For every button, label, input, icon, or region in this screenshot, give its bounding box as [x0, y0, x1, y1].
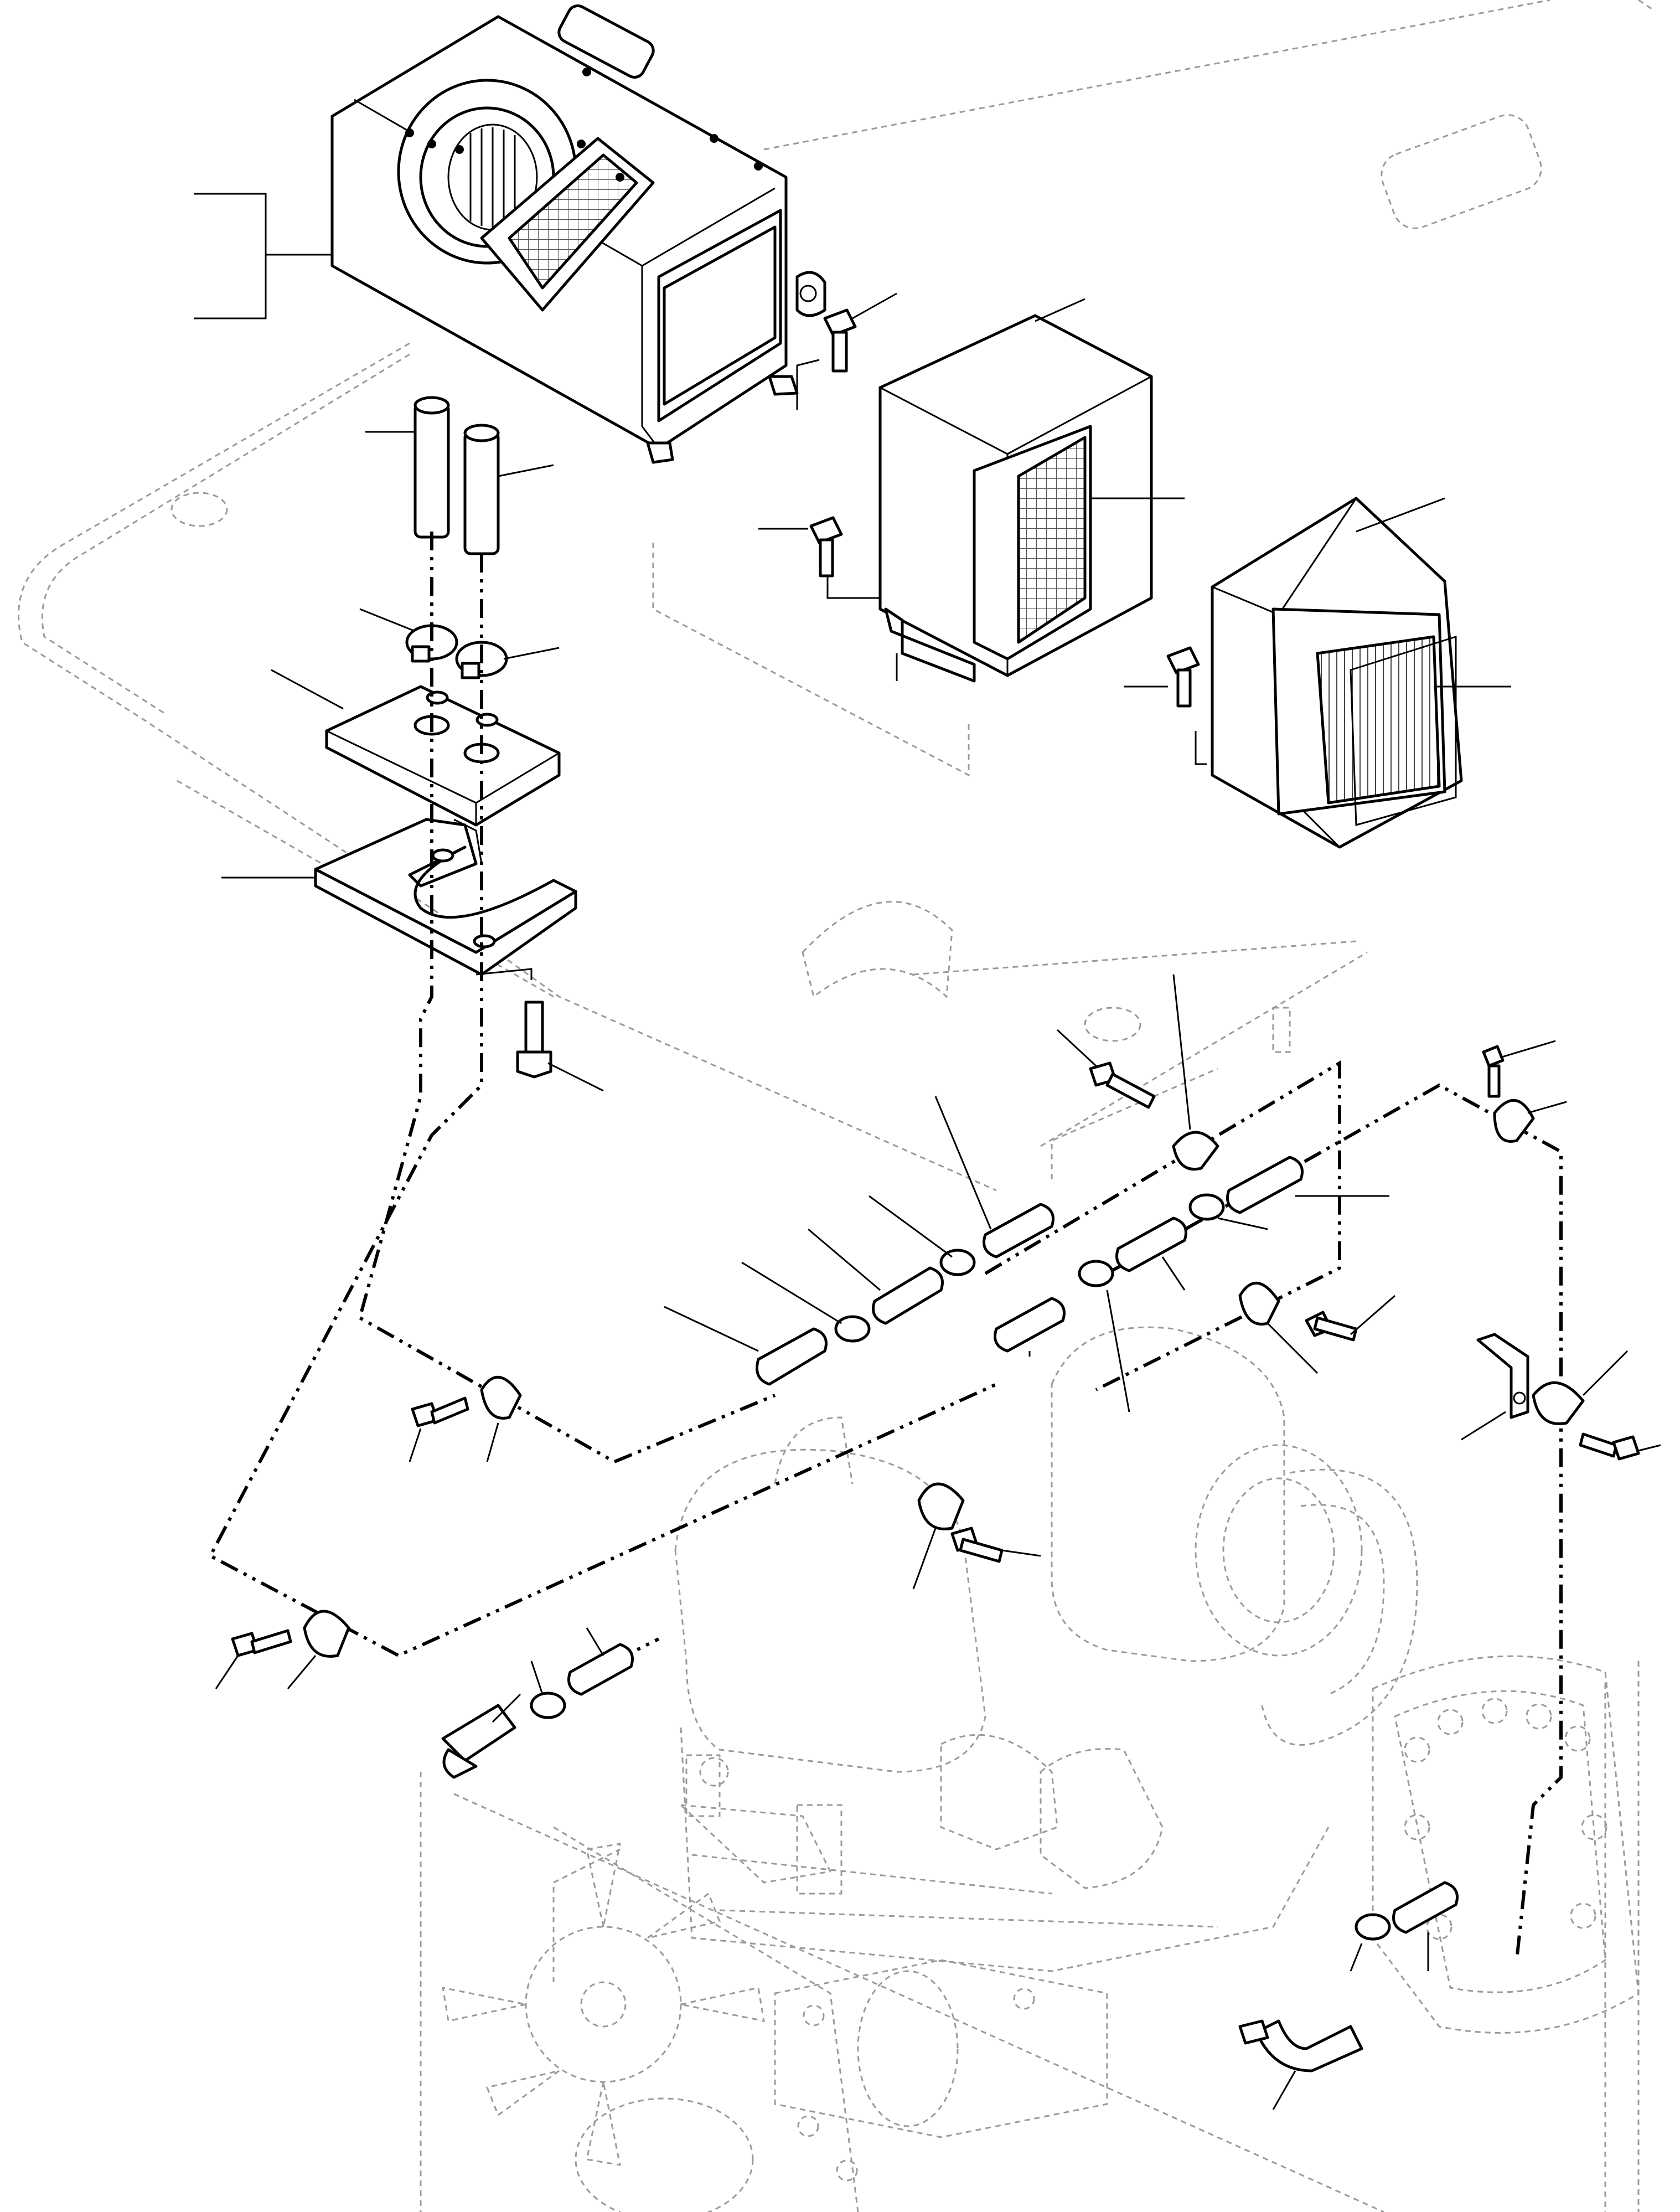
heater-unit [330, 4, 826, 464]
p-clip-d [912, 1482, 965, 1590]
hose-clamp-upper-left [359, 608, 458, 663]
p-clip-g [1532, 1350, 1629, 1425]
bolt-1 [796, 292, 897, 410]
hose-clamp-f [1350, 1913, 1391, 1972]
bolt-8 [950, 1527, 1041, 1563]
hose-segment-h [1392, 1881, 1459, 1971]
p-clip-e [287, 1610, 350, 1689]
bolt-4 [475, 968, 604, 1092]
p-clip-a [1172, 974, 1219, 1171]
hose-clamp-e [530, 1661, 566, 1719]
p-clip-f [1493, 1099, 1567, 1143]
hose-clamp-b [869, 1195, 976, 1276]
hose-segment-c [934, 1096, 1054, 1259]
bolt-3 [1124, 646, 1207, 765]
filter-element [1211, 497, 1511, 849]
hose-clamp-upper-right [455, 641, 560, 679]
filter-cover [878, 298, 1185, 683]
mounting-bracket [221, 818, 577, 976]
bolt-2 [758, 516, 880, 599]
elbow-hose [1238, 2019, 1363, 2110]
heater-unit-bracket-leader [194, 193, 332, 319]
hose-clamp-d [1188, 1193, 1268, 1230]
p-clip-c [480, 1375, 522, 1462]
bolt-10 [1482, 1040, 1556, 1098]
hose-segment-g [567, 1627, 634, 1696]
bolt-9 [215, 1629, 292, 1689]
hose-fitting-engine [441, 1693, 521, 1779]
heater-hose-pipes [365, 396, 554, 555]
bolt-11 [1579, 1432, 1661, 1461]
mounting-plate [271, 669, 561, 827]
hose-clamp-c [1078, 1260, 1130, 1412]
angle-bracket [1461, 1333, 1529, 1441]
engine-outline [420, 1326, 1640, 2212]
hose-segment-a [664, 1306, 828, 1386]
p-clip-b [1238, 1281, 1319, 1374]
bolt-5 [1056, 1029, 1156, 1109]
hose-segment-d [994, 1297, 1066, 1357]
bolt-6 [1305, 1295, 1395, 1342]
hose-clamp-a [741, 1261, 871, 1343]
bolt-7 [409, 1396, 469, 1462]
hose-segment-f [1226, 1156, 1389, 1214]
hose-segment-e [1115, 1216, 1187, 1291]
blower-fan-fins [469, 127, 516, 227]
hose-segment-b [808, 1228, 944, 1325]
